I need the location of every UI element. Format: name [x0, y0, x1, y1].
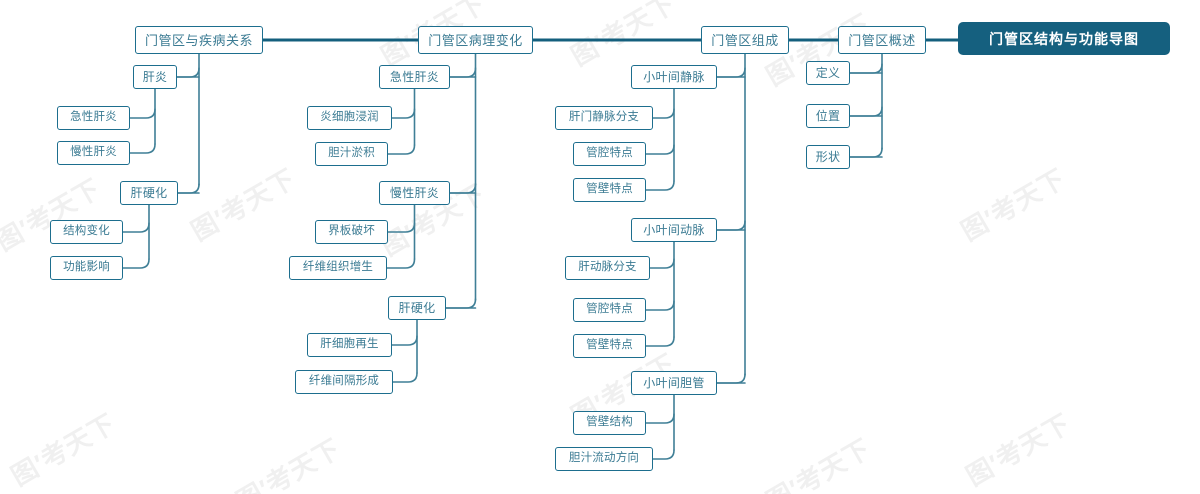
node-node-bile-stasis[interactable]: 胆汁淤积	[315, 142, 388, 166]
connector-line	[645, 180, 675, 191]
node-node-chronic-hepatitis[interactable]: 慢性肝炎	[57, 141, 130, 165]
watermark-text: 图′考天下	[185, 163, 301, 247]
node-node-hepatocyte-regeneration[interactable]: 肝细胞再生	[307, 333, 392, 357]
node-node-hepatic-artery-branch[interactable]: 肝动脉分支	[565, 256, 650, 280]
connector-line	[387, 144, 416, 155]
connector-line	[849, 147, 883, 158]
node-node-interlobular-vein[interactable]: 小叶间静脉	[631, 65, 717, 89]
connector-line	[649, 258, 675, 269]
connector-line	[652, 108, 675, 119]
watermark-text: 图′考天下	[955, 163, 1071, 247]
connector-line	[645, 144, 675, 155]
connector-line	[386, 258, 416, 269]
node-node-definition[interactable]: 定义	[806, 61, 850, 85]
connector-line	[645, 336, 675, 347]
node-node-lumen-feature-vein[interactable]: 管腔特点	[573, 142, 646, 166]
node-node-portal-vein-branch[interactable]: 肝门静脉分支	[555, 106, 653, 130]
connector-line	[392, 372, 418, 383]
watermark-text: 图′考天下	[5, 408, 121, 492]
connector-line	[645, 413, 675, 424]
node-node-lumen-feature-artery[interactable]: 管腔特点	[573, 298, 646, 322]
connector-line	[129, 108, 156, 119]
node-node-fibrous-septa-formation[interactable]: 纤维间隔形成	[295, 370, 393, 394]
connector-line	[445, 298, 477, 309]
connector-line	[716, 67, 746, 78]
connector-line	[645, 300, 675, 311]
connector-line	[176, 67, 200, 78]
watermark-text: 图′考天下	[960, 408, 1076, 492]
connector-line	[122, 258, 150, 269]
node-node-chronic-hepatitis-path[interactable]: 慢性肝炎	[379, 181, 450, 205]
connector-line	[129, 143, 156, 154]
connector-line	[716, 220, 746, 231]
node-node-cirrhosis-path[interactable]: 肝硬化	[388, 296, 446, 320]
node-node-wall-feature-artery[interactable]: 管壁特点	[573, 334, 646, 358]
node-node-interlobular-artery[interactable]: 小叶间动脉	[631, 218, 717, 242]
connector-line	[122, 222, 150, 233]
watermark-text: 图′考天下	[0, 173, 106, 257]
branch-node-branch-composition[interactable]: 门管区组成	[701, 26, 789, 54]
connector-line	[716, 373, 746, 384]
connector-line	[387, 222, 416, 233]
node-node-acute-hepatitis-path[interactable]: 急性肝炎	[379, 65, 450, 89]
connector-line	[849, 63, 883, 74]
connector-line	[391, 108, 416, 119]
connector-line	[449, 183, 477, 194]
root-node[interactable]: 门管区结构与功能导图	[958, 22, 1170, 55]
node-node-cirrhosis[interactable]: 肝硬化	[120, 181, 178, 205]
connector-line	[177, 183, 200, 194]
watermark-text: 图′考天下	[760, 433, 876, 494]
branch-node-branch-pathology[interactable]: 门管区病理变化	[418, 26, 533, 54]
node-node-duct-wall-structure[interactable]: 管壁结构	[573, 411, 646, 435]
connector-line	[449, 67, 477, 78]
node-node-inflammatory-infiltration[interactable]: 炎细胞浸润	[307, 106, 392, 130]
node-node-fibrous-tissue-hyperplasia[interactable]: 纤维组织增生	[289, 256, 387, 280]
node-node-location[interactable]: 位置	[806, 104, 850, 128]
connector-line	[391, 335, 418, 346]
watermark-text: 图′考天下	[565, 0, 681, 72]
node-node-wall-feature-vein[interactable]: 管壁特点	[573, 178, 646, 202]
node-node-interlobular-bile-duct[interactable]: 小叶间胆管	[631, 371, 717, 395]
branch-node-branch-disease-relation[interactable]: 门管区与疾病关系	[135, 26, 263, 54]
watermark-text: 图′考天下	[230, 433, 346, 494]
node-node-limiting-plate-damage[interactable]: 界板破坏	[315, 220, 388, 244]
connector-line	[652, 449, 675, 460]
connector-line	[849, 106, 883, 117]
node-node-bile-flow-direction[interactable]: 胆汁流动方向	[555, 447, 653, 471]
node-node-structural-change[interactable]: 结构变化	[50, 220, 123, 244]
branch-node-branch-overview[interactable]: 门管区概述	[838, 26, 926, 54]
node-node-acute-hepatitis[interactable]: 急性肝炎	[57, 106, 130, 130]
node-node-shape[interactable]: 形状	[806, 145, 850, 169]
node-node-functional-impact[interactable]: 功能影响	[50, 256, 123, 280]
node-node-hepatitis[interactable]: 肝炎	[133, 65, 177, 89]
